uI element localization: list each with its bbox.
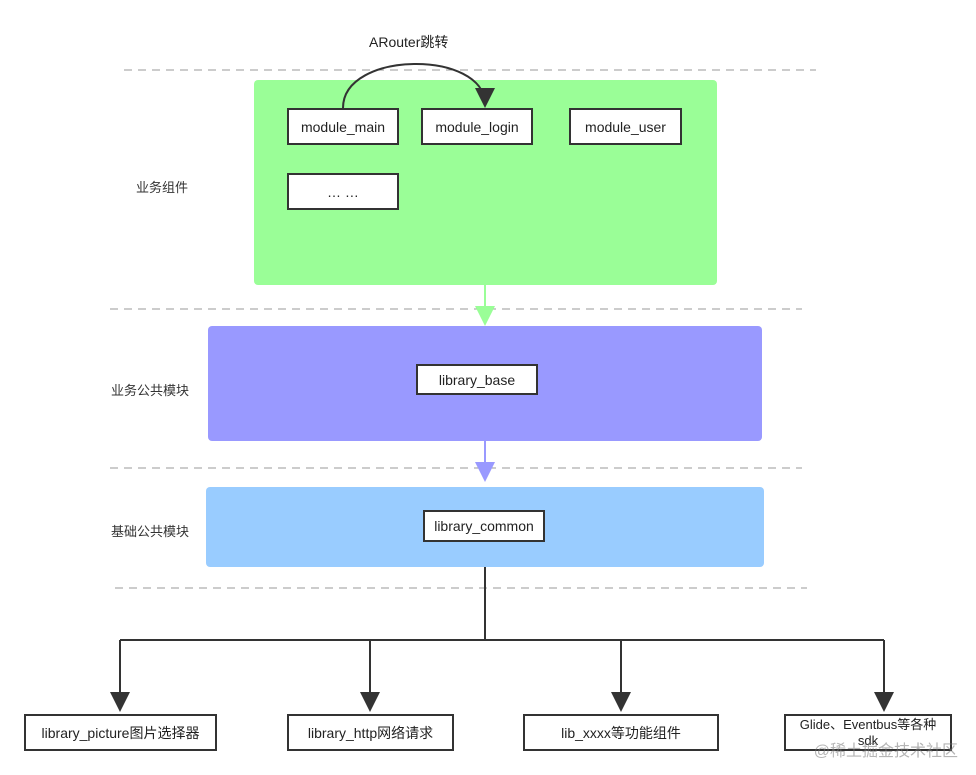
leaf-box-glide-eventbus: Glide、Eventbus等各种sdk	[784, 714, 952, 751]
watermark-text: @稀土掘金技术社区	[813, 743, 958, 760]
leaf-box-library-http: library_http网络请求	[287, 714, 454, 751]
leaf-box-library-picture: library_picture图片选择器	[24, 714, 217, 751]
module-login-box: module_login	[421, 108, 533, 145]
library-base-box: library_base	[416, 364, 538, 395]
module-user-box: module_user	[569, 108, 682, 145]
lane-label-business: 业务组件	[136, 180, 189, 195]
arouter-jump-arrow	[342, 63, 495, 109]
lane-label-base-common: 基础公共模块	[111, 524, 190, 539]
arouter-caption: ARouter跳转	[369, 34, 449, 50]
leaf-box-lib-xxxx: lib_xxxx等功能组件	[523, 714, 719, 751]
library-common-box: library_common	[423, 510, 545, 542]
module-main-box: module_main	[287, 108, 399, 145]
more-modules-box: … …	[287, 173, 399, 210]
lane-label-business-common: 业务公共模块	[111, 383, 190, 398]
